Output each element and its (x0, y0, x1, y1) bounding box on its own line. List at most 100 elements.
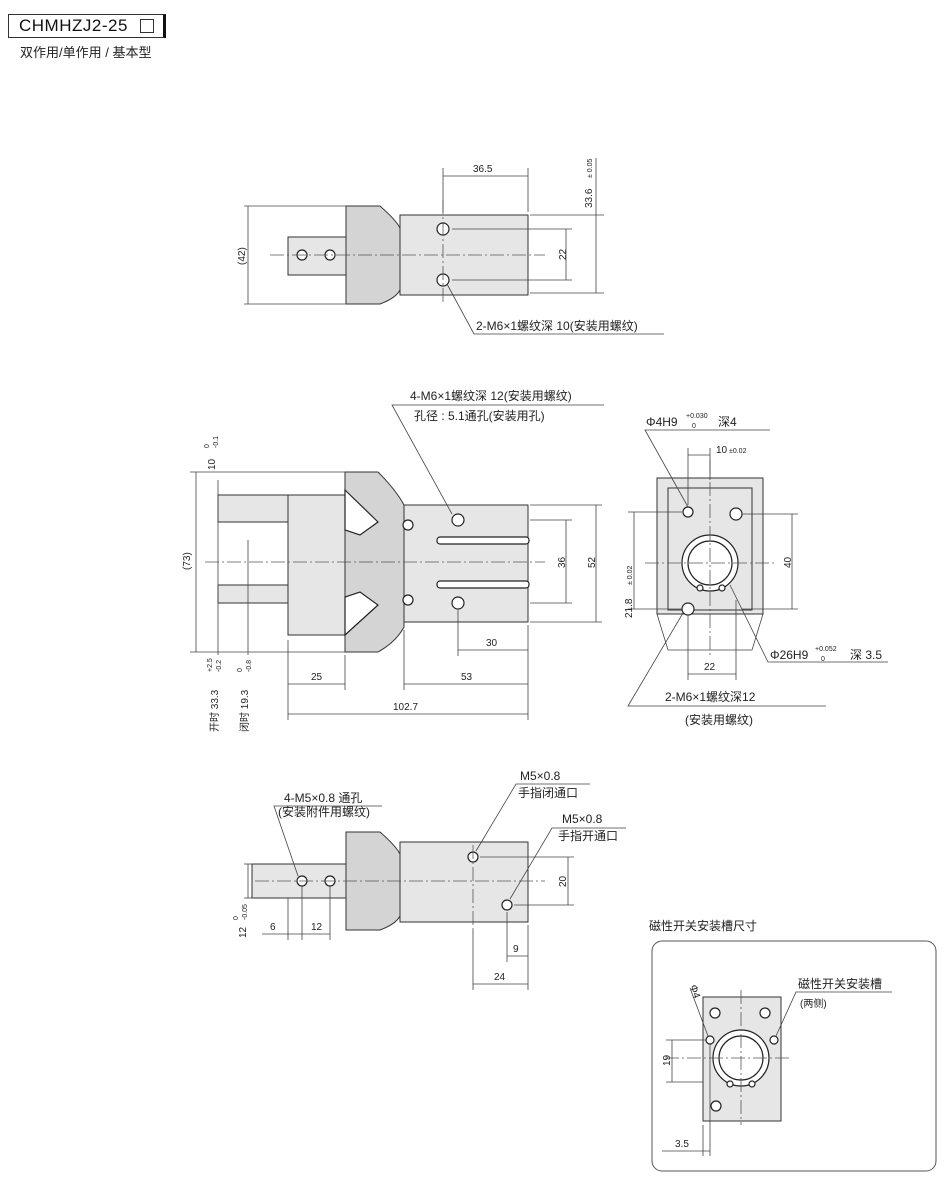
side-hole-4 (451, 596, 465, 610)
end-bore-inner (687, 540, 733, 586)
switch-hole-tl (709, 1007, 721, 1019)
open-dim: 开时 33.3 (209, 689, 221, 732)
dim-phi4: Φ4 (687, 984, 702, 1001)
model-code: CHMHZJ2-25 (19, 16, 128, 35)
close-dim: 闭时 19.3 (238, 689, 251, 732)
dim-40: 40 (783, 556, 794, 568)
end-small-hole-2 (718, 584, 726, 592)
side-slot-upper (436, 536, 530, 545)
dim-6: 6 (270, 922, 276, 933)
end-thread-note-1: 2-M6×1螺纹深12 (665, 690, 756, 704)
model-subtitle: 双作用/单作用 / 基本型 (20, 45, 152, 60)
dim-73: (73) (182, 552, 193, 570)
dim-20: 20 (558, 875, 569, 887)
bottom-m5-note-2: (安装附件用螺纹) (278, 804, 370, 819)
top-thread-note: 2-M6×1螺纹深 10(安装用螺纹) (476, 318, 638, 333)
dim-21-8: 21.8 (624, 598, 635, 618)
dim-22-top: 22 (558, 248, 569, 260)
switch-slot-frame (651, 940, 937, 1172)
close-tol-dn: -0.8 (246, 660, 253, 672)
dim-12b: 12 (311, 922, 323, 933)
end-hole-bl (681, 602, 695, 616)
bore-leader (729, 584, 888, 663)
side-thread-note-1: 4-M6×1螺纹深 12(安装用螺纹) (410, 388, 572, 403)
bore-note: Φ26H9 (770, 648, 809, 662)
bore-tol-up: +0.052 (815, 646, 837, 653)
side-wedge-upper (344, 488, 379, 536)
side-thread-note-2: 孔径 : 5.1通孔(安装用孔) (414, 408, 545, 423)
slot-leader (775, 991, 892, 1037)
side-view: (73) 10 0 -0.1 开时 33.3 +2.5 -0.2 闭时 19.3… (182, 388, 604, 732)
bore-tol-dn: 0 (821, 656, 825, 663)
close-tol-up: 0 (237, 668, 244, 672)
dim-25: 25 (311, 672, 323, 683)
end-pin-hole (682, 506, 694, 518)
dim-33-6: 33.6 (584, 188, 595, 208)
port-close-note-2: 手指闭通口 (518, 785, 578, 800)
dim-3-5: 3.5 (675, 1139, 689, 1150)
side-thread-leader (391, 404, 604, 515)
side-body (403, 504, 529, 623)
side-jaw-block (287, 494, 346, 636)
dim-10-tol-dn: -0.1 (213, 436, 220, 448)
top-view: 36.5 33.6 ± 0.05 (42) 22 2-M6×1螺纹深 10(安装… (237, 158, 664, 335)
bottom-m5-leader (273, 805, 382, 877)
dim-36: 36 (557, 556, 568, 568)
side-slot-lower (436, 580, 530, 589)
dim-12-tol-dn: -0.05 (242, 904, 249, 920)
dim-24: 24 (494, 972, 506, 983)
pin-note: Φ4H9 (646, 415, 678, 429)
bore-depth: 深 3.5 (850, 648, 882, 662)
dim-53: 53 (461, 672, 473, 683)
slot-label: 磁性开关安装槽 (798, 976, 882, 991)
pin-leader (644, 429, 770, 508)
port-open-note-1: M5×0.8 (562, 812, 603, 826)
side-hole-3 (451, 513, 465, 527)
dim-102-7: 102.7 (393, 702, 418, 713)
pin-tol-up: +0.030 (686, 413, 708, 420)
switch-small-hole-2 (748, 1080, 756, 1088)
dim-33-6-tol: ± 0.05 (587, 158, 594, 178)
switch-slot-title: 磁性开关安装槽尺寸 (649, 918, 757, 933)
switch-slot-left (705, 1035, 715, 1045)
switch-hole-bl (710, 1100, 722, 1112)
pin-tol-dn: 0 (692, 423, 696, 430)
dim-10-end-tol: ±0.02 (729, 448, 747, 455)
end-thread-leader (627, 612, 826, 707)
end-thread-note-2: (安装用螺纹) (685, 712, 753, 727)
dim-21-8-tol: ± 0.02 (627, 565, 634, 585)
model-code-box: CHMHZJ2-25 (8, 14, 166, 38)
port-close-note-1: M5×0.8 (520, 769, 561, 783)
end-hole-tr (729, 507, 743, 521)
port-open-hole (501, 899, 513, 911)
side-wedge-lower (344, 591, 379, 637)
dim-30: 30 (486, 638, 498, 649)
switch-hole-tr (759, 1007, 771, 1019)
open-tol-up: +2.5 (207, 658, 214, 672)
port-open-note-2: 手指开通口 (558, 828, 618, 843)
end-small-hole-1 (696, 584, 704, 592)
top-thread-leader (446, 283, 664, 335)
dim-52: 52 (587, 556, 598, 568)
bottom-view: 12 0 -0.05 6 12 20 9 24 4-M5×0.8 通孔 (安装附… (233, 769, 626, 990)
slot-sub: (两侧) (800, 997, 827, 1010)
side-hole-1 (402, 519, 414, 531)
phi4-leader (689, 987, 709, 1037)
port-open-leader (509, 827, 626, 900)
dim-36-5: 36.5 (473, 164, 493, 175)
side-hole-2 (402, 594, 414, 606)
port-close-leader (475, 783, 590, 852)
dim-22-end: 22 (704, 662, 716, 673)
dim-10-tol-up: 0 (204, 444, 211, 448)
model-suffix-box (140, 19, 154, 33)
switch-slot-view: 磁性开关安装槽尺寸 19 3.5 Φ4 磁性开关安装槽 (两侧) (649, 918, 937, 1172)
switch-slot-right (769, 1035, 779, 1045)
dim-12-tol-up: 0 (233, 916, 240, 920)
bottom-m5-note-1: 4-M5×0.8 通孔 (284, 791, 362, 805)
dim-9: 9 (513, 944, 519, 955)
dim-42: (42) (237, 247, 248, 265)
dim-12-bottom: 12 (238, 926, 249, 938)
dim-19: 19 (662, 1054, 673, 1066)
dim-10-end: 10 (716, 445, 728, 456)
